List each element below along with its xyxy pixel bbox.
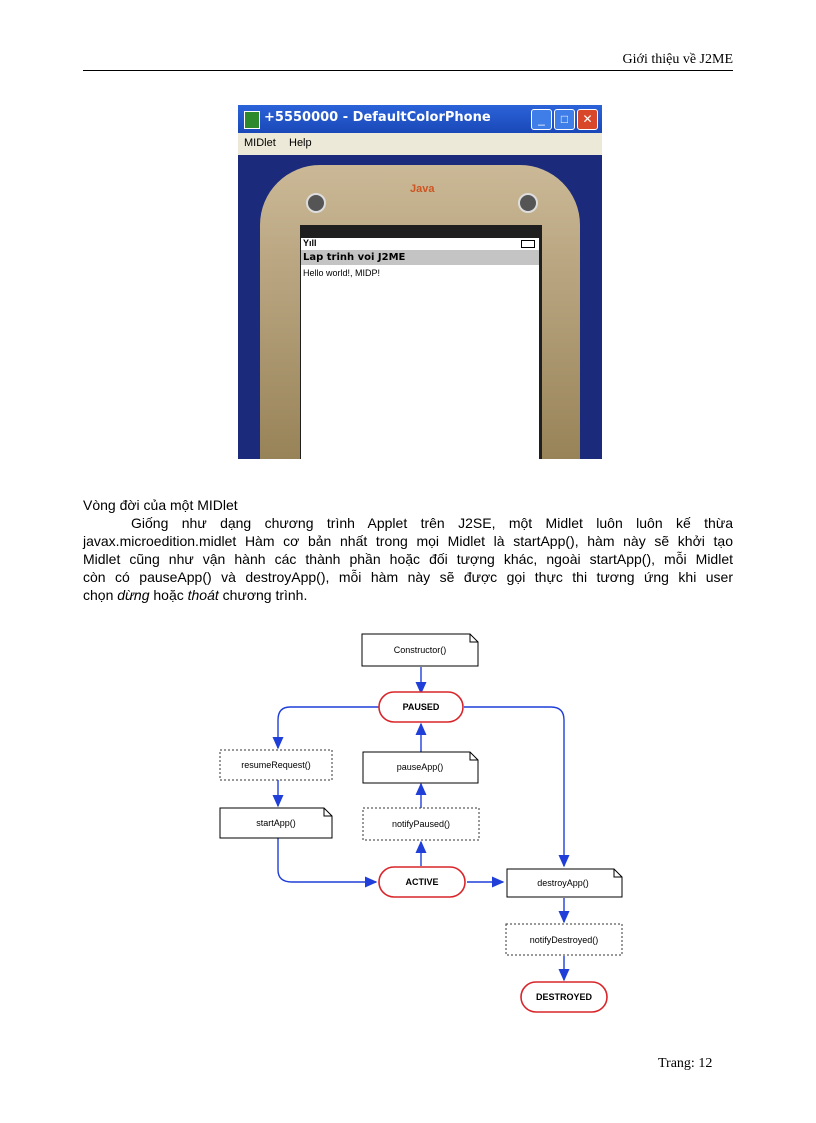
constructor-label: Constructor() — [394, 645, 447, 655]
page-number: Trang: 12 — [658, 1056, 712, 1072]
notify-destroyed-label: notifyDestroyed() — [530, 935, 599, 945]
arrow-start-active — [278, 838, 376, 882]
resume-request-label: resumeRequest() — [241, 760, 311, 770]
arrow-paused-destroy — [464, 707, 564, 866]
arrow-paused-resume — [278, 707, 380, 748]
destroyed-label: DESTROYED — [536, 992, 593, 1002]
start-app-label: startApp() — [256, 818, 296, 828]
notify-paused-label: notifyPaused() — [392, 819, 450, 829]
paused-label: PAUSED — [403, 702, 440, 712]
pause-app-label: pauseApp() — [397, 762, 444, 772]
active-label: ACTIVE — [405, 877, 438, 887]
destroy-app-label: destroyApp() — [537, 878, 589, 888]
